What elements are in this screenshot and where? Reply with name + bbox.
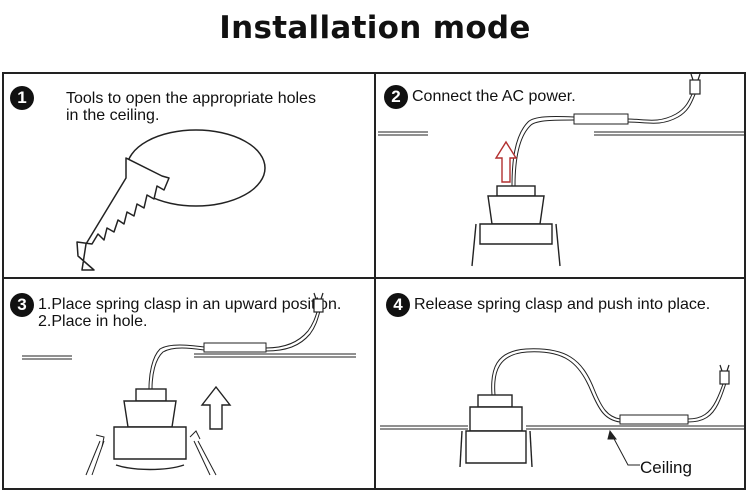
ceiling-label: Ceiling — [640, 458, 692, 477]
step-4-illustration — [380, 348, 744, 468]
step-3-text-line-1: 1.Place spring clasp in an upward positi… — [38, 296, 342, 313]
arrow-up-icon — [494, 140, 518, 183]
step-3-text-line-2: 2.Place in hole. — [38, 313, 148, 330]
step-1-text-line-1: Tools to open the appropriate holes — [66, 90, 316, 107]
saw-icon — [76, 129, 266, 271]
step-3-number: 3 — [10, 293, 34, 317]
step-4-panel: 4 Release spring clasp and push into pla… — [376, 279, 746, 488]
plug-icon — [719, 364, 730, 385]
plug-icon — [689, 73, 701, 95]
step-4-number: 4 — [386, 293, 410, 317]
wire-icon — [511, 89, 697, 187]
wire-icon — [491, 348, 727, 425]
step-1-panel: 1 Tools to open the appropriate holes in… — [4, 74, 374, 277]
ceiling-line-icon — [380, 425, 744, 430]
step-2-panel: 2 Connect the AC power. — [376, 73, 746, 277]
step-2-number: 2 — [384, 85, 408, 109]
step-2-text: Connect the AC power. — [412, 88, 576, 105]
downlight-icon — [459, 394, 533, 468]
wire-icon — [148, 308, 321, 390]
step-3-panel: 3 1.Place spring clasp in an upward posi… — [4, 279, 374, 488]
side-arrows-icon — [85, 430, 217, 476]
step-1-text-line-2: in the ceiling. — [66, 107, 160, 124]
page-title: Installation mode — [219, 10, 531, 46]
step-2-illustration — [378, 73, 744, 267]
ceiling-line-icon — [378, 131, 744, 136]
downlight-icon — [471, 185, 561, 267]
grid-divider-horizontal — [2, 277, 746, 279]
step-3-illustration — [22, 292, 356, 476]
grid-divider-vertical — [374, 72, 376, 490]
step-4-text: Release spring clasp and push into place… — [414, 296, 711, 313]
ceiling-pointer-icon — [607, 429, 640, 466]
step-1-number: 1 — [10, 86, 34, 110]
plug-icon — [313, 292, 324, 313]
ceiling-line-icon — [22, 353, 356, 360]
arrow-up-icon — [200, 385, 232, 430]
downlight-icon — [113, 388, 187, 471]
